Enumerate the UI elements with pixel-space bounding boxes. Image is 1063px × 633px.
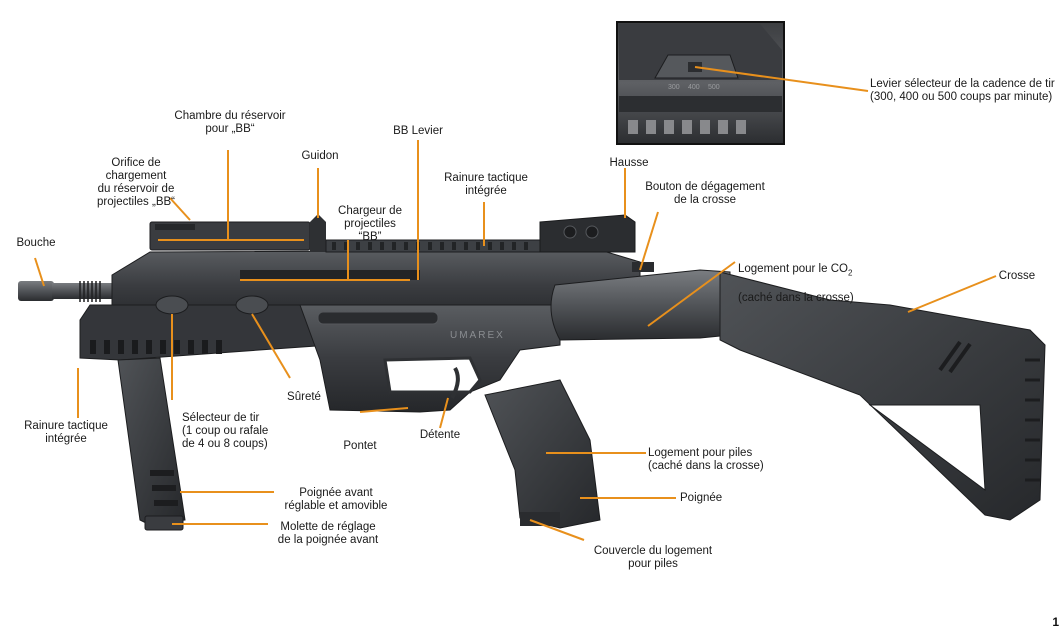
label-logement-piles: Logement pour piles (caché dans la cross… (648, 447, 764, 472)
leader-couvercle (529, 519, 585, 541)
label-couvercle: Couvercle du logement pour piles (593, 545, 713, 570)
label-detente: Détente (419, 429, 461, 441)
stock-grooves (938, 340, 972, 374)
inset-mark-500: 500 (708, 84, 720, 91)
top-rail-slots (332, 242, 528, 250)
label-rainure-bottom: Rainure tactique intégrée (24, 420, 108, 445)
label-bouton: Bouton de dégagement de la crosse (645, 181, 765, 206)
muzzle (18, 281, 54, 301)
side-vent (317, 311, 439, 325)
rate-selector-inset: 300 400 500 (616, 21, 785, 145)
airgun-illustration: UMAREX (18, 214, 1046, 531)
label-bb-levier: BB Levier (393, 125, 443, 137)
inset-rail-slots (628, 120, 746, 134)
leader-crosse (907, 275, 997, 313)
leader-bouton (639, 211, 659, 271)
safety (235, 295, 269, 315)
leader-surete (251, 313, 291, 379)
label-pontet: Pontet (343, 440, 377, 452)
label-molette: Molette de réglage de la poignée avant (277, 521, 379, 546)
label-poignee-avant: Poignée avant réglable et amovible (284, 487, 388, 512)
inset-upper-body (619, 24, 782, 80)
inset-mark-400: 400 (688, 84, 700, 91)
bb-loading-port (155, 224, 195, 230)
label-bouche: Bouche (16, 237, 56, 249)
front-grip-ridges (150, 470, 178, 506)
brand-marking: UMAREX (450, 330, 505, 341)
rear-sight-knob-2 (585, 225, 599, 239)
front-grip (117, 357, 186, 526)
stock-cutout (868, 404, 986, 492)
inset-rail (619, 96, 782, 112)
leader-lines (34, 66, 997, 541)
leader-levier-cadence (694, 66, 869, 92)
leader-chargeur (240, 240, 410, 281)
inset-mark-300: 300 (668, 84, 680, 91)
stock-release-button (632, 262, 654, 272)
label-hausse: Hausse (609, 157, 649, 169)
trigger (450, 366, 460, 399)
label-logement-co2: Logement pour le CO2 (caché dans la cros… (738, 250, 868, 305)
barrel (52, 283, 112, 299)
label-guidon: Guidon (301, 150, 339, 162)
label-poignee: Poignée (680, 492, 723, 504)
stock (719, 271, 1046, 521)
lower-rail-slots (90, 340, 222, 354)
battery-cover (520, 512, 560, 526)
trigger-guard-shape (383, 356, 482, 394)
label-selecteur: Sélecteur de tir (1 coup ou rafale de 4 … (182, 412, 269, 450)
leader-detente (439, 397, 449, 429)
leader-orifice (169, 197, 191, 221)
label-chargeur: Chargeur de projectiles “BB” (338, 205, 402, 243)
label-orifice: Orifice de chargement du réservoir de pr… (97, 157, 175, 208)
leader-pontet (359, 407, 409, 413)
leader-bouche (34, 257, 45, 287)
label-rainure-top: Rainure tactique intégrée (444, 172, 528, 197)
label-chambre: Chambre du réservoir pour „BB“ (174, 110, 286, 135)
label-co2-line2: (caché dans la crosse) (738, 292, 854, 305)
label-levier-cadence: Levier sélecteur de la cadence de tir (3… (870, 78, 1055, 103)
rear-sight-knob-1 (563, 225, 577, 239)
front-sight (310, 214, 326, 252)
leader-chambre (158, 150, 304, 241)
pistol-grip (484, 379, 601, 529)
bb-magazine (240, 270, 420, 280)
page-number: 1 (1052, 615, 1059, 629)
fire-selector (155, 295, 189, 315)
label-surete: Sûreté (287, 391, 321, 403)
barrel-threads (79, 281, 101, 302)
leader-co2 (647, 261, 736, 327)
label-co2-sub: 2 (847, 268, 853, 278)
buttpad-ridges (1025, 358, 1040, 482)
label-co2-line1: Logement pour le CO (738, 263, 848, 275)
label-crosse: Crosse (998, 270, 1036, 282)
